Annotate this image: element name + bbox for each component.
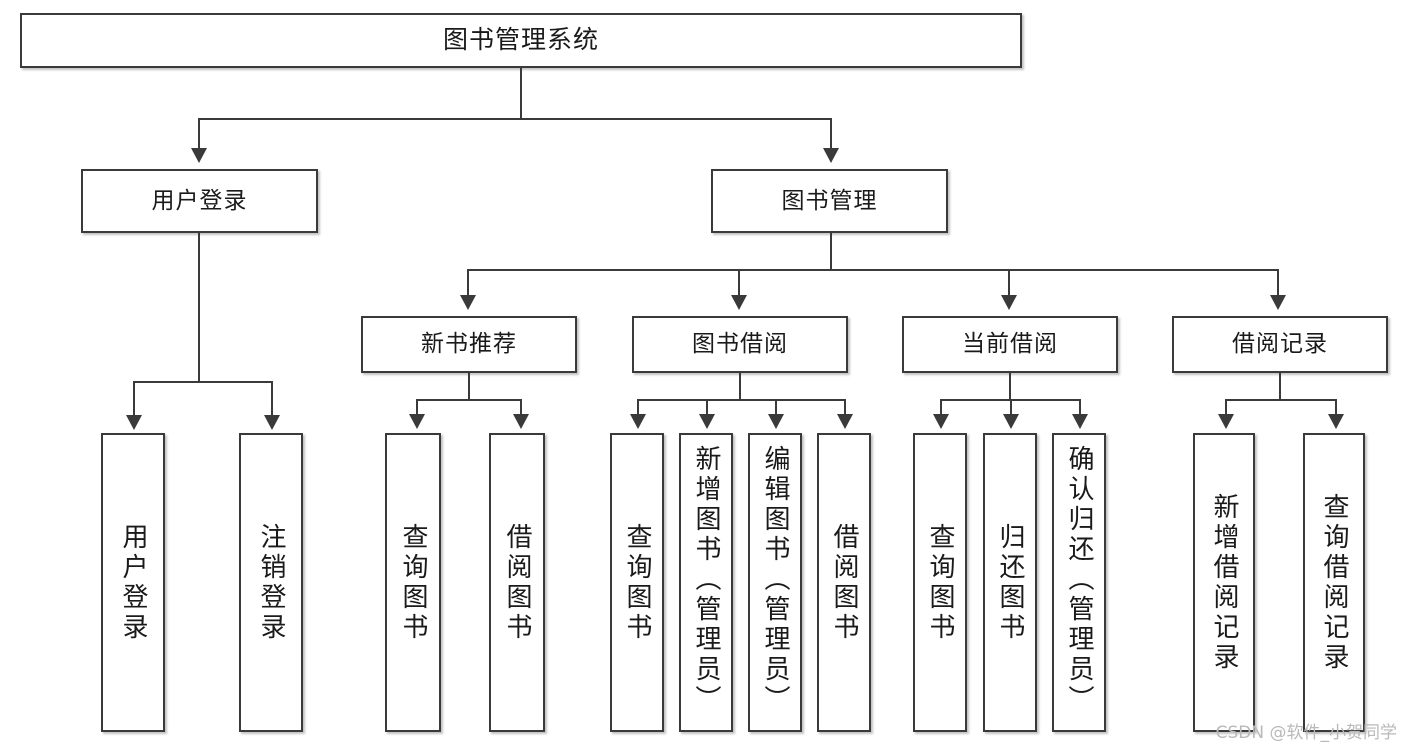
- arrowhead-bb-borrow-book: [837, 414, 853, 429]
- connector-to-new-book-recommend: [467, 269, 469, 297]
- connector-borrow-record-bus: [1225, 399, 1337, 401]
- connector-br-drop-1: [1225, 399, 1227, 417]
- connector-level2-bus: [198, 118, 832, 120]
- node-label: 新增借阅记录: [1209, 492, 1239, 673]
- arrowhead-bb-add-book: [699, 414, 715, 429]
- connector-to-current-borrow: [1008, 269, 1010, 297]
- connector-new-book-stem: [468, 373, 470, 401]
- connector-br-drop-2: [1335, 399, 1337, 417]
- leaf-current-borrow-confirm-return[interactable]: 确认归还（管理员）: [1052, 433, 1106, 732]
- arrowhead-cb-query-book: [933, 414, 949, 429]
- arrowhead-bb-query-book: [630, 414, 646, 429]
- node-label: 借阅图书: [829, 522, 859, 643]
- node-label: 查询图书: [398, 522, 428, 643]
- connector-new-book-bus: [416, 399, 522, 401]
- node-label: 新增图书（管理员）: [691, 445, 721, 715]
- node-label: 归还图书: [995, 522, 1025, 643]
- node-label: 图书借阅: [692, 331, 788, 358]
- arrowhead-book-management: [823, 148, 839, 163]
- connector-level3-bus: [467, 269, 1279, 271]
- connector-bb-drop-3: [775, 399, 777, 417]
- node-label: 确认归还（管理员）: [1064, 445, 1094, 715]
- leaf-book-borrow-borrow-book[interactable]: 借阅图书: [817, 433, 871, 732]
- connector-to-book-management: [830, 118, 832, 150]
- node-label: 借阅记录: [1232, 331, 1328, 358]
- node-new-book-recommend[interactable]: 新书推荐: [361, 316, 577, 373]
- leaf-borrow-record-add-record[interactable]: 新增借阅记录: [1193, 433, 1255, 732]
- connector-bb-drop-2: [706, 399, 708, 417]
- leaf-logout[interactable]: 注销登录: [239, 433, 303, 732]
- leaf-new-book-query-book[interactable]: 查询图书: [385, 433, 441, 732]
- node-current-borrow[interactable]: 当前借阅: [902, 316, 1118, 373]
- connector-new-book-drop-2: [520, 399, 522, 417]
- node-label: 用户登录: [151, 187, 248, 214]
- node-label: 借阅图书: [502, 522, 532, 643]
- arrowhead-current-borrow: [1001, 295, 1017, 310]
- connector-user-login-stem: [198, 233, 200, 383]
- watermark-text: CSDN @软件_小贺同学: [1215, 723, 1397, 743]
- connector-cb-drop-3: [1079, 399, 1081, 417]
- leaf-new-book-borrow-book[interactable]: 借阅图书: [489, 433, 545, 732]
- node-label: 新书推荐: [421, 331, 517, 358]
- node-book-borrow[interactable]: 图书借阅: [632, 316, 848, 373]
- connector-to-book-borrow: [738, 269, 740, 297]
- connector-borrow-record-stem: [1279, 373, 1281, 401]
- arrowhead-book-borrow: [731, 295, 747, 310]
- node-label: 编辑图书（管理员）: [760, 445, 790, 715]
- connector-user-login-drop-1: [133, 381, 135, 418]
- arrowhead-br-query-record: [1328, 414, 1344, 429]
- arrowhead-new-book-recommend: [460, 295, 476, 310]
- node-book-management[interactable]: 图书管理: [711, 169, 948, 233]
- arrowhead-cb-confirm-return: [1072, 414, 1088, 429]
- connector-current-borrow-stem: [1009, 373, 1011, 401]
- connector-book-management-stem: [830, 233, 832, 271]
- node-label: 查询借阅记录: [1319, 492, 1349, 673]
- node-label: 图书管理系统: [442, 25, 599, 55]
- node-label: 用户登录: [118, 522, 148, 643]
- leaf-user-login[interactable]: 用户登录: [101, 433, 165, 732]
- connector-bb-drop-1: [637, 399, 639, 417]
- connector-new-book-drop-1: [416, 399, 418, 417]
- leaf-book-borrow-edit-book[interactable]: 编辑图书（管理员）: [748, 433, 802, 732]
- connector-root-stem: [520, 68, 522, 118]
- connector-to-user-login: [198, 118, 200, 150]
- connector-to-borrow-record: [1277, 269, 1279, 297]
- arrowhead-nb-borrow-book: [513, 414, 529, 429]
- leaf-current-borrow-return-book[interactable]: 归还图书: [983, 433, 1037, 732]
- connector-cb-drop-2: [1010, 399, 1012, 417]
- node-label: 注销登录: [256, 522, 286, 643]
- connector-book-borrow-bus: [637, 399, 846, 401]
- node-user-login[interactable]: 用户登录: [81, 169, 318, 233]
- connector-book-borrow-stem: [739, 373, 741, 401]
- node-borrow-record[interactable]: 借阅记录: [1172, 316, 1388, 373]
- leaf-book-borrow-add-book[interactable]: 新增图书（管理员）: [679, 433, 733, 732]
- leaf-current-borrow-query-book[interactable]: 查询图书: [913, 433, 967, 732]
- arrowhead-leaf-logout: [264, 415, 280, 430]
- connector-user-login-bus: [133, 381, 273, 383]
- leaf-borrow-record-query-record[interactable]: 查询借阅记录: [1303, 433, 1365, 732]
- connector-user-login-drop-2: [271, 381, 273, 418]
- node-label: 图书管理: [781, 187, 878, 214]
- arrowhead-nb-query-book: [409, 414, 425, 429]
- arrowhead-br-add-record: [1218, 414, 1234, 429]
- arrowhead-bb-edit-book: [768, 414, 784, 429]
- node-root-book-management-system[interactable]: 图书管理系统: [20, 13, 1022, 68]
- arrowhead-leaf-user-login: [126, 415, 142, 430]
- arrowhead-borrow-record: [1270, 295, 1286, 310]
- node-label: 查询图书: [925, 522, 955, 643]
- connector-cb-drop-1: [940, 399, 942, 417]
- leaf-book-borrow-query-book[interactable]: 查询图书: [610, 433, 664, 732]
- arrowhead-cb-return-book: [1003, 414, 1019, 429]
- connector-bb-drop-4: [844, 399, 846, 417]
- arrowhead-user-login: [191, 148, 207, 163]
- node-label: 查询图书: [622, 522, 652, 643]
- node-label: 当前借阅: [962, 331, 1058, 358]
